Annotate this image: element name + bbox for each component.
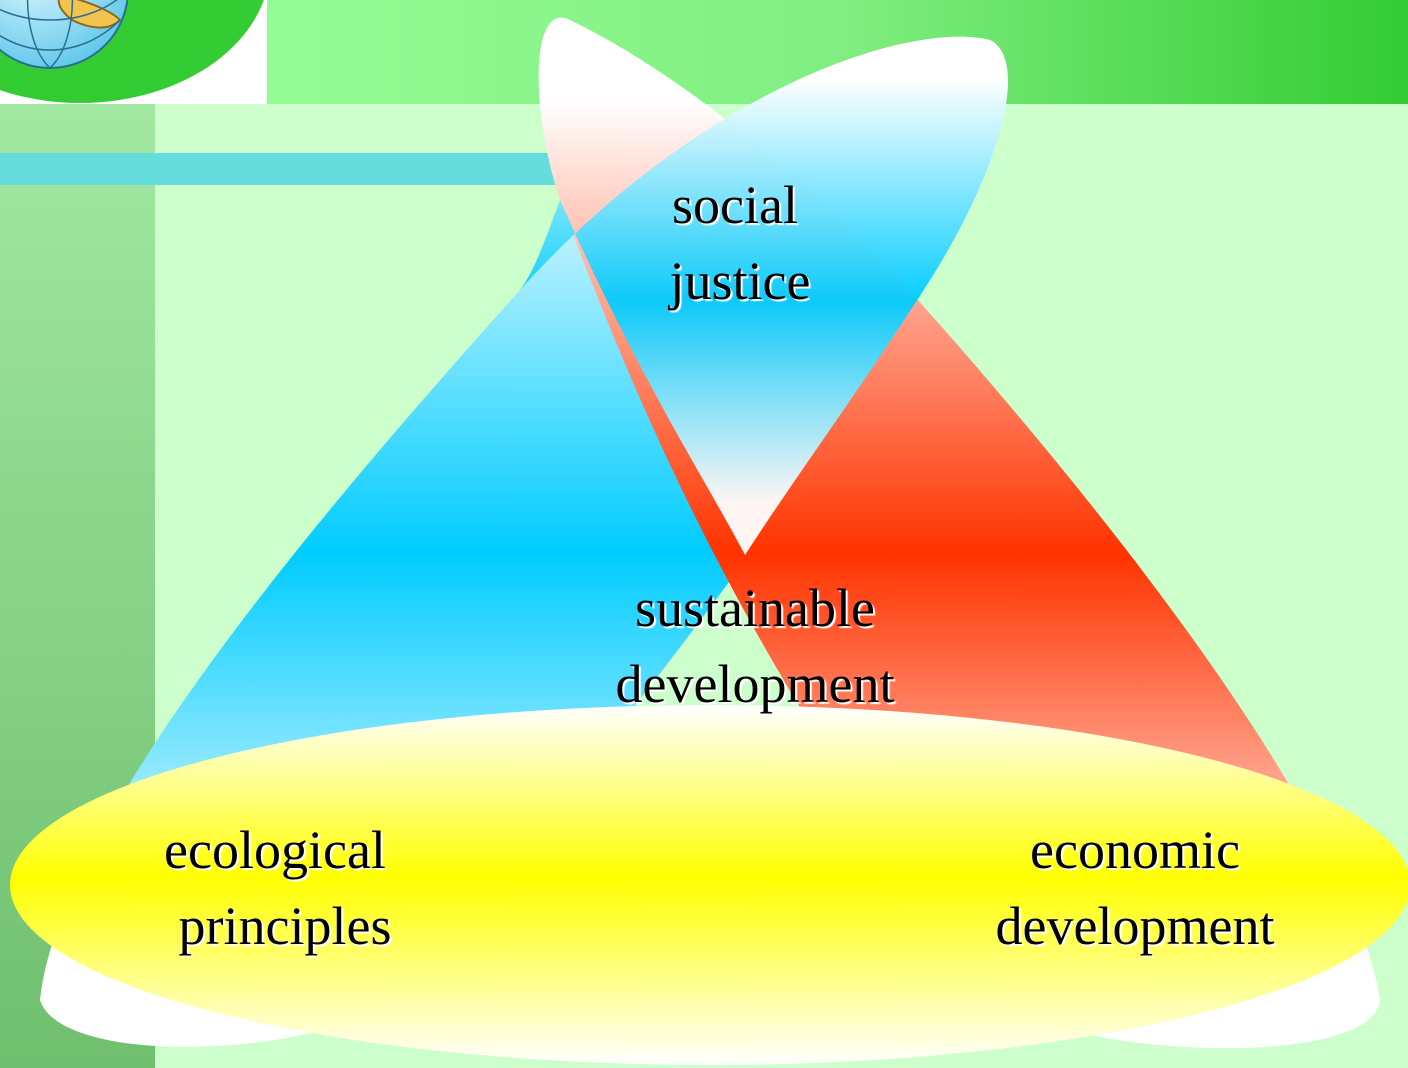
- social-label-line1: social: [672, 175, 798, 235]
- globe-icon: [0, 0, 129, 69]
- social-justice-label: social justice: [590, 167, 890, 319]
- sustainable-development-label: sustainable development: [555, 570, 955, 722]
- ecological-label-line2: principles: [178, 896, 392, 956]
- ecological-lobe-yellow: [10, 705, 1408, 1065]
- center-label-line2: development: [615, 654, 895, 714]
- ecological-label-line1: ecological: [164, 820, 386, 880]
- economic-label-line2: development: [995, 896, 1275, 956]
- logo: [0, 0, 267, 104]
- economic-label-line1: economic: [1030, 820, 1240, 880]
- social-lobe-overlap: [520, 36, 1008, 555]
- ecological-principles-label: ecological principles: [135, 812, 435, 964]
- center-label-line1: sustainable: [635, 578, 875, 638]
- economic-development-label: economic development: [955, 812, 1315, 964]
- accent-stripe: [0, 153, 600, 185]
- social-label-line2: justice: [669, 251, 811, 311]
